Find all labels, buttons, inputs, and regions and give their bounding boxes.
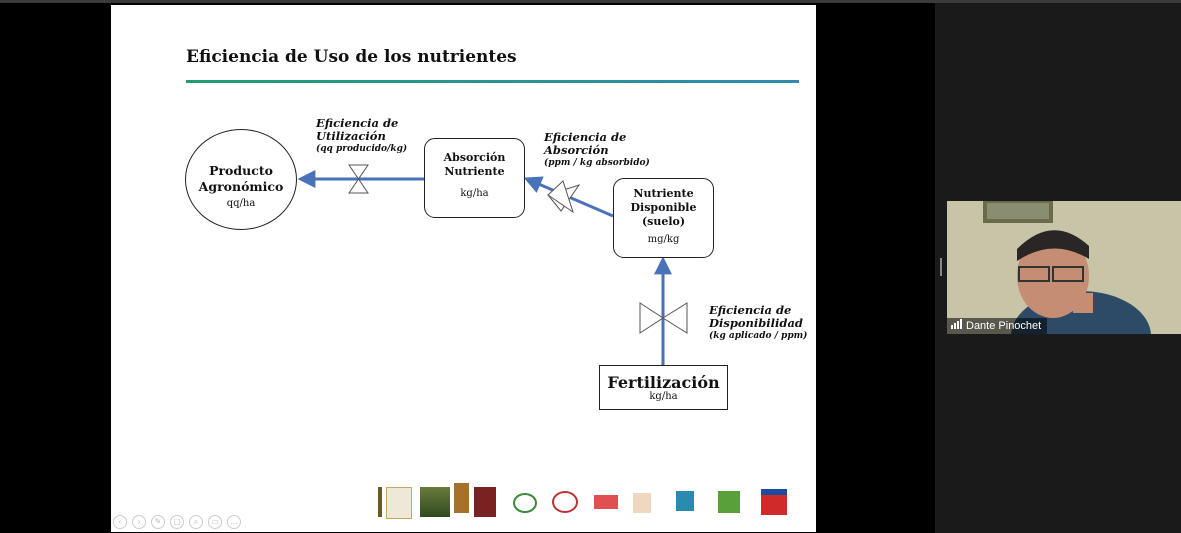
participant-name-tag: Dante Pinochet [947,318,1048,334]
next-slide-icon[interactable]: › [132,515,146,529]
node-nutriente-disponible: Nutriente Disponible (suelo) mg/kg [613,178,714,258]
valve-utilizacion-icon [348,164,369,194]
disponibilidad-line-1: Eficiencia de [709,303,792,317]
logo-4 [454,483,469,513]
logo-12 [761,489,787,515]
producto-label-1: Producto [209,163,273,178]
signal-strength-icon [951,318,963,334]
logo-3 [420,487,450,517]
logo-6 [513,493,537,513]
zoom-icon[interactable]: ⌕ [189,515,203,529]
producto-label-2: Agronómico [198,179,284,194]
disponible-label-3: (suelo) [641,215,686,228]
label-eficiencia-disponibilidad: Eficiencia de Disponibilidad (kg aplicad… [709,304,807,343]
absorcion-label-2: Nutriente [444,165,505,178]
absorcion-label-1: Absorción [443,151,506,164]
pen-icon[interactable]: ✎ [151,515,165,529]
label-eficiencia-utilizacion: Eficiencia de Utilización (qq producido/… [316,117,407,156]
logo-10 [676,491,694,511]
disponible-label-1: Nutriente [633,187,694,200]
disponible-unit: mg/kg [647,234,680,245]
disponible-label-2: Disponible [630,201,697,214]
participant-video-tile[interactable]: Dante Pinochet [947,201,1181,334]
disponibilidad-line-3: (kg aplicado / ppm) [709,331,808,341]
title-underline [186,80,799,83]
panel-resize-handle[interactable] [940,258,942,276]
logo-1 [378,487,382,517]
fertilizacion-unit: kg/ha [649,391,678,402]
presentation-slide: Eficiencia de Uso de los nutrientes Prod… [111,5,816,532]
absorcion-eff-line-2: Absorción [544,143,609,157]
slide-title: Eficiencia de Uso de los nutrientes [186,47,517,67]
utilizacion-line-3: (qq producido/kg) [316,144,408,154]
window-top-bar [0,0,1181,3]
label-eficiencia-absorcion: Eficiencia de Absorción (ppm / kg absorb… [544,131,650,170]
absorcion-unit: kg/ha [460,188,489,199]
valve-disponibilidad-icon [639,302,688,334]
logo-7 [552,491,578,513]
valve-absorcion-icon [547,180,581,214]
producto-unit: qq/ha [226,198,256,209]
absorcion-eff-line-1: Eficiencia de [544,130,627,144]
more-options-icon[interactable]: … [227,515,241,529]
node-absorcion-nutriente: Absorción Nutriente kg/ha [424,138,525,218]
slides-icon[interactable]: ▢ [170,515,184,529]
absorcion-eff-line-3: (ppm / kg absorbido) [544,158,650,168]
logo-9 [633,493,651,513]
logo-8 [594,495,618,509]
disponibilidad-line-2: Disponibilidad [709,316,803,330]
flow-diagram [297,164,688,365]
fertilizacion-label: Fertilización [607,373,720,392]
prev-slide-icon[interactable]: ‹ [113,515,127,529]
participant-name: Dante Pinochet [966,320,1042,332]
node-producto-agronomico: Producto Agronómico qq/ha [185,129,297,230]
utilizacion-line-1: Eficiencia de [316,116,399,130]
utilizacion-line-2: Utilización [316,129,386,143]
participant-video-feed [947,201,1181,334]
node-fertilizacion: Fertilización kg/ha [599,365,728,410]
logo-2 [386,487,412,519]
logo-11 [718,491,740,513]
logo-5 [474,487,496,517]
subtitles-icon[interactable]: ▭ [208,515,222,529]
sponsor-logos-strip [378,483,798,519]
